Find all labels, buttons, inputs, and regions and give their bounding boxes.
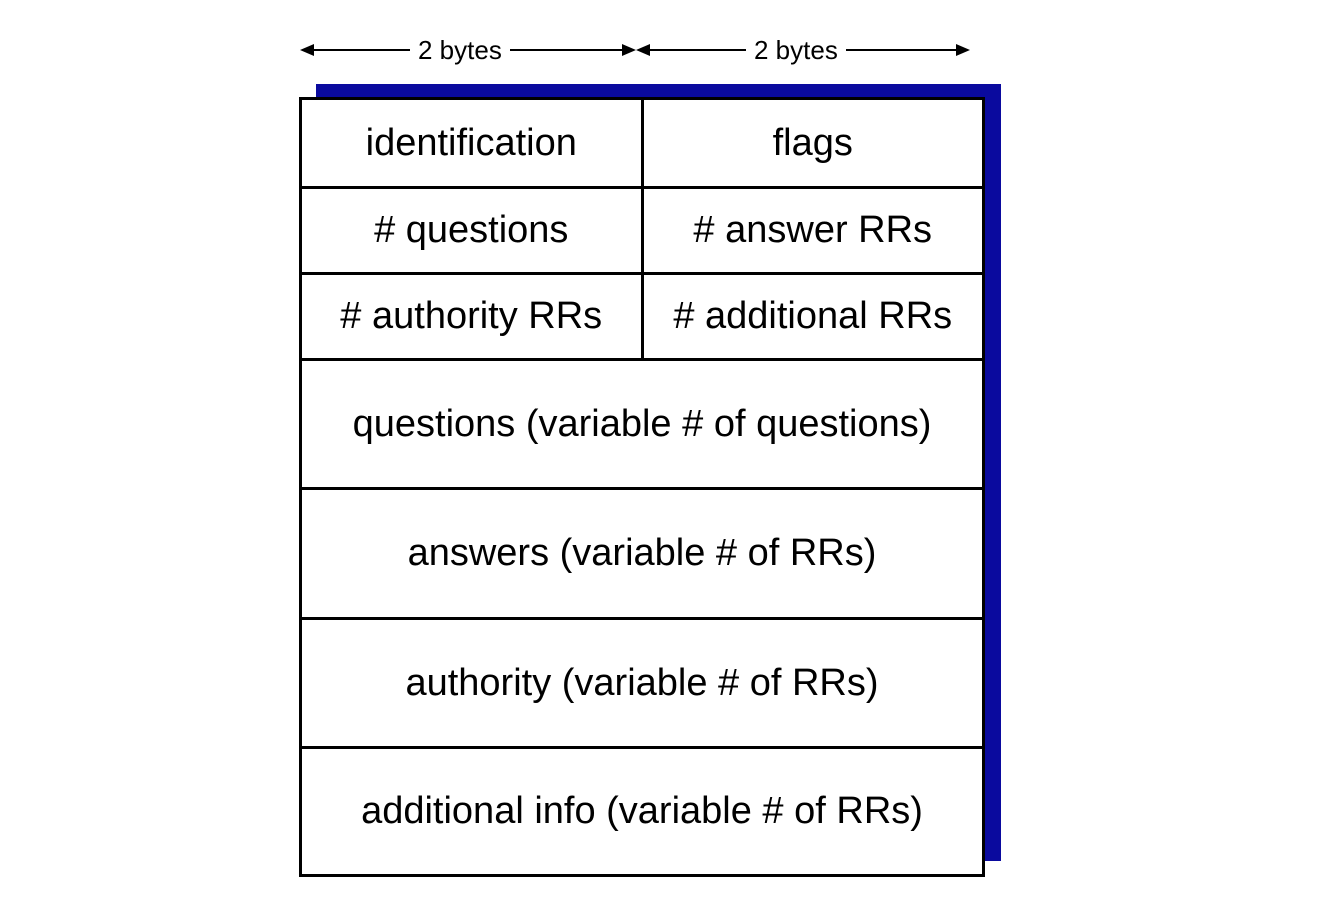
header-row-counts-1: # questions # answer RRs bbox=[302, 189, 982, 275]
additional-rrs-count-field: # additional RRs bbox=[673, 295, 953, 337]
answer-rrs-count-field: # answer RRs bbox=[693, 209, 933, 251]
authority-section: authority (variable # of RRs) bbox=[405, 661, 879, 704]
answers-section: answers (variable # of RRs) bbox=[407, 532, 877, 574]
authority-section-row: authority (variable # of RRs) bbox=[302, 620, 982, 749]
questions-section-row: questions (variable # of questions) bbox=[302, 361, 982, 490]
header-row-counts-2: # authority RRs # additional RRs bbox=[302, 275, 982, 361]
questions-section: questions (variable # of questions) bbox=[352, 402, 932, 445]
left-byte-width-label: 2 bytes bbox=[410, 32, 510, 68]
header-row-identification: identification flags bbox=[302, 100, 982, 189]
message-format-table: identification flags # questions # answe… bbox=[299, 97, 985, 877]
right-byte-width-label: 2 bytes bbox=[746, 32, 846, 68]
authority-rrs-count-field: # authority RRs bbox=[302, 275, 644, 358]
additional-info-section-row: additional info (variable # of RRs) bbox=[302, 749, 982, 874]
identification-field: identification bbox=[302, 100, 644, 186]
answers-section-row: answers (variable # of RRs) bbox=[302, 490, 982, 620]
additional-info-section: additional info (variable # of RRs) bbox=[361, 790, 923, 832]
questions-count-field: # questions bbox=[302, 189, 644, 272]
flags-field: flags bbox=[772, 121, 853, 164]
